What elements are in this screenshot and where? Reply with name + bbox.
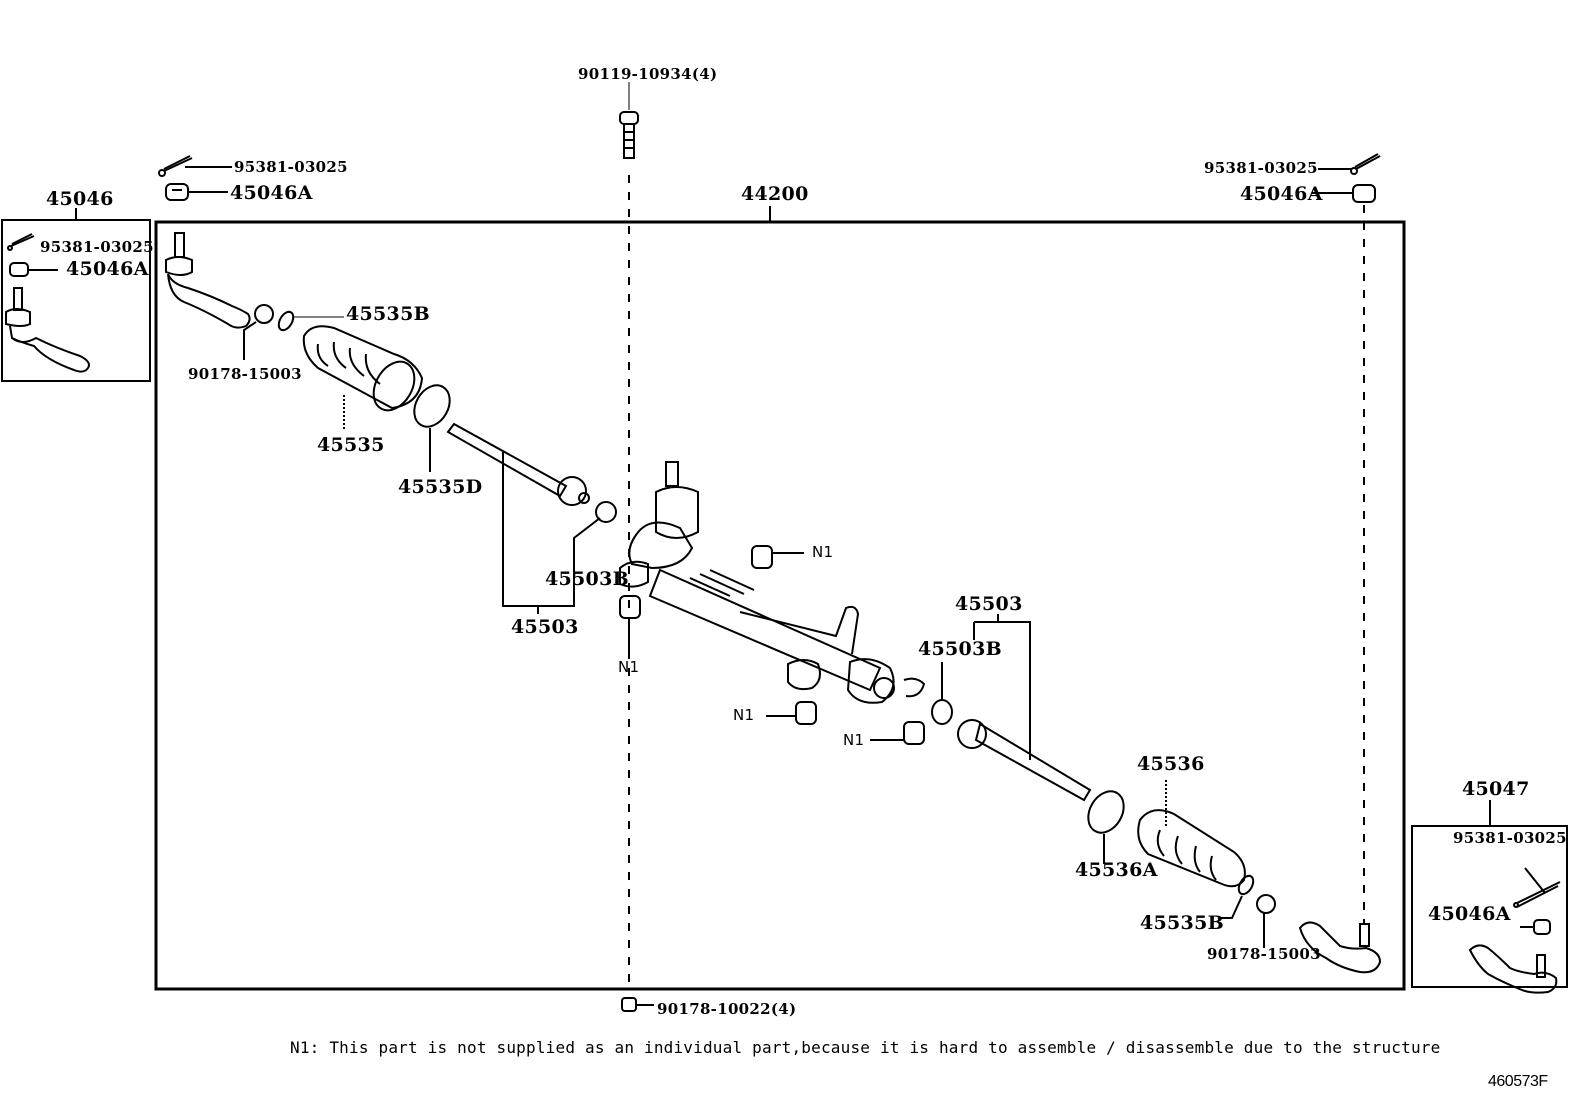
label-castle-nut-top-left: 45046A <box>230 182 313 204</box>
label-n1-c: N1 <box>733 706 755 724</box>
washer-icon <box>596 502 616 522</box>
label-left-clip: 45535B <box>346 303 430 325</box>
figure-code: 460573F <box>1488 1073 1548 1090</box>
label-right-lock-nut: 90178-15003 <box>1207 945 1321 963</box>
bushing-n1-icon <box>752 546 804 568</box>
boot-clamp-icon <box>407 379 457 472</box>
cotter-pin-icon <box>1318 154 1380 174</box>
bushing-n1-icon <box>766 702 816 724</box>
lock-nut-icon <box>1257 895 1275 948</box>
label-left-lock-nut: 90178-15003 <box>188 365 302 383</box>
label-lh-box-castle-nut: 45046A <box>66 258 149 280</box>
tie-rod-end-right-icon <box>1300 922 1380 972</box>
lock-nut-icon <box>244 305 273 360</box>
label-assembly-45046: 45046 <box>46 188 114 210</box>
label-lh-box-cotter-pin: 95381-03025 <box>40 238 154 256</box>
washer-icon <box>932 662 952 724</box>
tie-rod-end-lh-icon <box>6 288 89 372</box>
nut-icon <box>622 998 654 1011</box>
label-cotter-pin-top-left: 95381-03025 <box>234 158 348 176</box>
label-assembly-44200: 44200 <box>741 183 809 205</box>
label-n1-d: N1 <box>843 731 865 749</box>
footnote-n1: N1: This part is not supplied as an indi… <box>290 1038 1441 1057</box>
bushing-n1-icon <box>620 596 640 655</box>
boot-left-icon <box>304 326 423 430</box>
label-right-clip: 45535B <box>1140 912 1224 934</box>
boot-right-icon <box>1138 780 1245 886</box>
bushing-n1-icon <box>870 722 924 744</box>
tie-rod-end-left-icon <box>166 233 250 328</box>
label-right-washer: 45503B <box>918 638 1002 660</box>
label-left-boot-clamp: 45535D <box>398 476 483 498</box>
castle-nut-icon <box>166 184 228 200</box>
label-right-rack-end: 45503 <box>955 593 1023 615</box>
label-cotter-pin-top-right: 95381-03025 <box>1204 159 1318 177</box>
label-right-boot-clamp: 45536A <box>1075 859 1158 881</box>
bolt-icon <box>620 82 638 158</box>
label-rh-box-cotter-pin: 95381-03025 <box>1453 829 1567 847</box>
rh-box-castle-nut-icon <box>1520 920 1550 934</box>
label-assembly-45047: 45047 <box>1462 778 1530 800</box>
label-n1-a: N1 <box>812 543 834 561</box>
clip-icon <box>1218 873 1256 918</box>
label-left-boot: 45535 <box>317 434 385 456</box>
assembly-box-44200 <box>156 222 1404 989</box>
label-rh-box-castle-nut: 45046A <box>1428 903 1511 925</box>
inner-tie-rod-left-icon <box>448 424 600 614</box>
label-right-boot: 45536 <box>1137 753 1205 775</box>
rh-box-cotter-pin-icon <box>1514 868 1560 907</box>
lh-box-castle-nut-icon <box>10 263 58 276</box>
label-bolt-top: 90119-10934(4) <box>578 65 718 83</box>
boot-clamp-icon <box>1081 785 1131 864</box>
lh-box-cotter-pin-icon <box>8 234 34 250</box>
label-nut-bottom: 90178-10022(4) <box>657 1000 797 1018</box>
inner-tie-rod-right-icon <box>958 614 1090 800</box>
tie-rod-end-rh-icon <box>1470 945 1556 992</box>
label-left-rack-end: 45503 <box>511 616 579 638</box>
label-castle-nut-top-right: 45046A <box>1240 183 1323 205</box>
rack-housing-icon <box>620 462 924 703</box>
clip-icon <box>276 309 344 332</box>
cotter-pin-icon <box>159 156 232 176</box>
label-n1-b: N1 <box>618 658 640 676</box>
castle-nut-icon <box>1312 185 1375 202</box>
label-left-washer: 45503B <box>545 568 629 590</box>
